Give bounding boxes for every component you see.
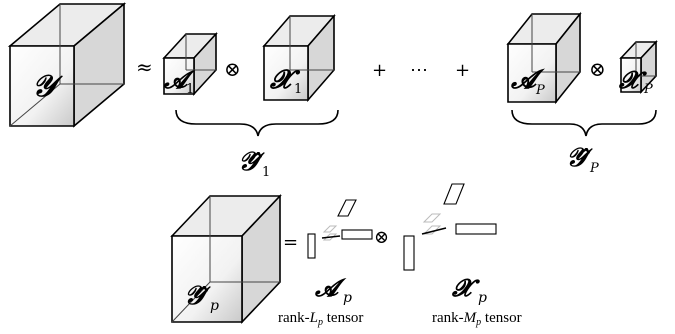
A-factor-faint-bottom [322, 233, 338, 241]
AP-subscript: P [535, 83, 545, 98]
Yhat1-label: 𝒴̂ [238, 147, 265, 177]
Yhat-p-subscript: p [210, 298, 219, 314]
dots-symbol: ⋯ [410, 60, 428, 81]
underbrace-P [511, 109, 657, 137]
X-factor-vertical [403, 235, 415, 271]
cube-AP: 𝓐 P [506, 11, 582, 105]
X-factor-horizontal [455, 223, 497, 235]
A-factor-slant [337, 199, 357, 217]
equals-symbol: = [283, 232, 298, 253]
otimes-symbol-3: ⊗ [374, 227, 389, 248]
otimes-symbol-1: ⊗ [224, 57, 241, 81]
X-p-label: 𝓧 [451, 273, 481, 302]
YhatP-subscript: P [589, 161, 599, 176]
X-factor-faint-bottom [422, 225, 442, 235]
X-factor-line [421, 227, 447, 235]
A-factor-line [321, 235, 341, 239]
cube-Y: 𝒴 [7, 2, 127, 128]
A-factor-vertical [307, 233, 316, 259]
YhatP-label: 𝒴̂ [566, 143, 593, 173]
X-factor-slant [443, 183, 465, 205]
cube-X1: 𝓧 1 [262, 13, 336, 103]
XP-subscript: P [643, 82, 653, 97]
cube-A1: 𝓐 1 [162, 31, 218, 97]
X-p-subscript: p [478, 290, 487, 306]
A-factor-horizontal [341, 229, 373, 240]
tensor-A-factors [307, 199, 373, 259]
X-caption: rank-Mp tensor [432, 310, 522, 328]
approx-symbol: ≈ [136, 55, 153, 79]
plus-symbol-1: + [372, 60, 387, 81]
A-p-subscript: p [343, 290, 352, 306]
tensor-X-factors [403, 183, 497, 271]
plus-symbol-2: + [455, 60, 470, 81]
underbrace-1 [175, 109, 339, 137]
otimes-symbol-2: ⊗ [589, 57, 606, 81]
X-factor-faint-top [422, 213, 442, 223]
Yhat1-subscript: 1 [262, 165, 270, 180]
A-caption: rank-Lp tensor [278, 310, 363, 328]
cube-Yhat-p: 𝒴̂ p [170, 193, 282, 325]
A-factor-faint-top [322, 225, 338, 233]
cube-XP: 𝓧 P [618, 39, 658, 97]
X1-subscript: 1 [294, 82, 302, 97]
A1-subscript: 1 [186, 82, 194, 97]
